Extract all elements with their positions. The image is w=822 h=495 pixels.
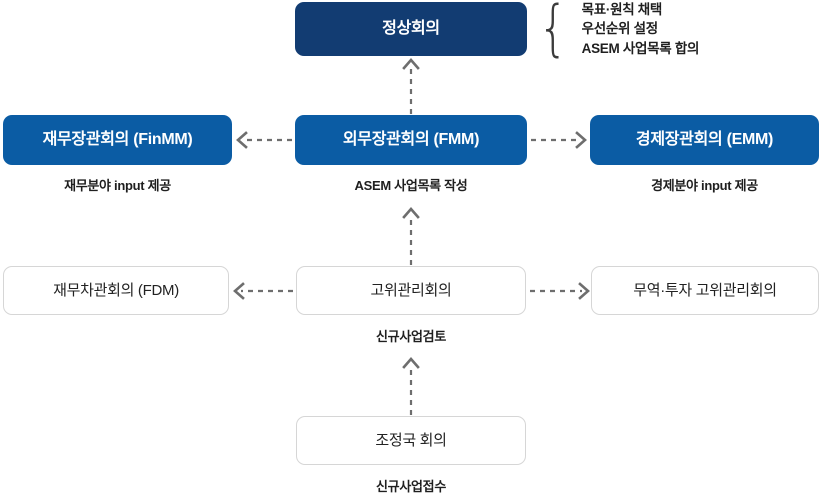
curly-brace-icon: { xyxy=(538,0,569,64)
connector-som-to-fmm xyxy=(396,203,426,267)
caption-emm: 경제분야 input 제공 xyxy=(651,178,758,193)
node-coordinators[interactable]: 조정국 회의 xyxy=(296,416,526,465)
annotation-line-1: 목표·원칙 채택 xyxy=(581,2,663,18)
connector-fmm-to-finmm xyxy=(234,128,294,152)
connector-som-to-somti xyxy=(528,279,592,303)
node-finmm[interactable]: 재무장관회의 (FinMM) xyxy=(3,115,232,165)
connector-som-to-fdm xyxy=(231,279,295,303)
node-fmm[interactable]: 외무장관회의 (FMM) xyxy=(295,115,527,165)
node-somti[interactable]: 무역·투자 고위관리회의 xyxy=(591,266,819,315)
caption-fmm: ASEM 사업목록 작성 xyxy=(354,178,468,193)
node-summit[interactable]: 정상회의 xyxy=(295,2,527,56)
node-som[interactable]: 고위관리회의 xyxy=(296,266,526,315)
connector-coordinators-to-som xyxy=(396,353,426,417)
caption-finmm: 재무분야 input 제공 xyxy=(64,178,171,193)
caption-som: 신규사업검토 xyxy=(376,329,446,344)
connector-fmm-to-summit xyxy=(396,56,426,116)
node-emm[interactable]: 경제장관회의 (EMM) xyxy=(590,115,819,165)
caption-coordinators: 신규사업접수 xyxy=(376,479,446,494)
connector-fmm-to-emm xyxy=(529,128,589,152)
summit-annotation-lines: 목표·원칙 채택 우선순위 설정 ASEM 사업목록 합의 xyxy=(581,0,700,57)
annotation-line-2: 우선순위 설정 xyxy=(581,21,658,37)
node-fdm[interactable]: 재무차관회의 (FDM) xyxy=(3,266,229,315)
summit-annotation: { 목표·원칙 채택 우선순위 설정 ASEM 사업목록 합의 xyxy=(538,0,768,64)
annotation-line-3: ASEM 사업목록 합의 xyxy=(581,40,700,56)
